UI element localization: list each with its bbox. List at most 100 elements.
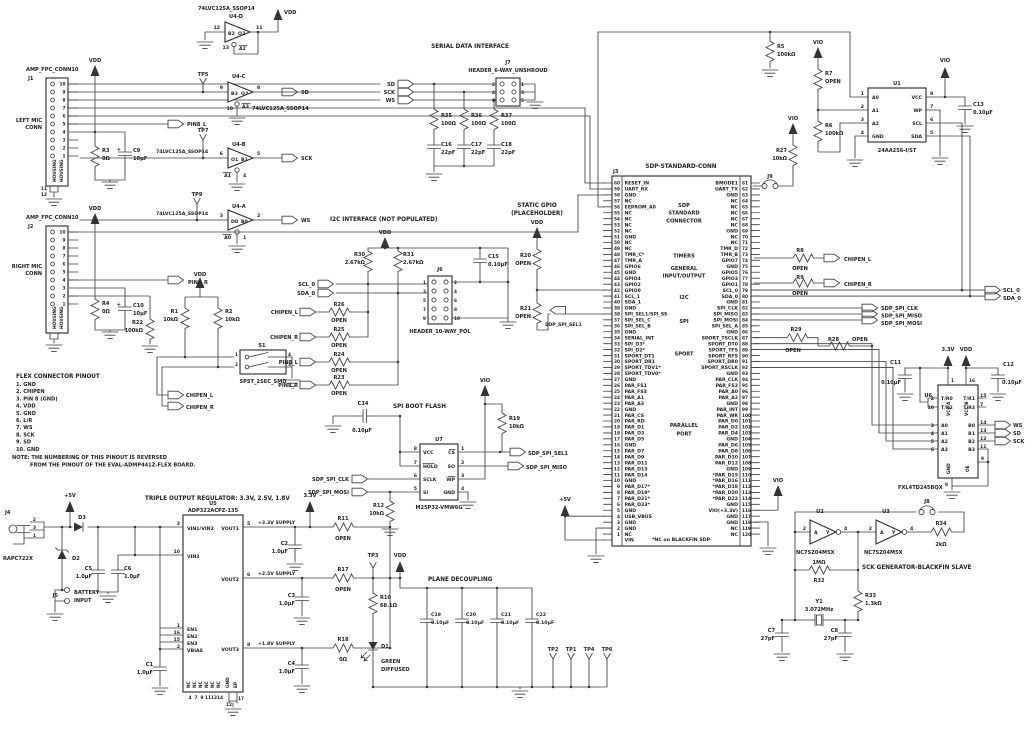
sdp-pin-num-right: 119 [742, 526, 751, 532]
sdp-pin-num-left: 60 [614, 181, 620, 187]
pin-circle [443, 288, 449, 294]
pin-num: 4 [861, 130, 865, 136]
r10-ref: R10 [380, 595, 391, 601]
polarity-plus: + [117, 147, 121, 153]
net-chipenl: CHIPEN_L [186, 393, 214, 399]
r7-val: OPEN [825, 79, 841, 85]
i2c-title: I2C INTERFACE (NOT POPULATED) [330, 217, 438, 223]
vio-label: VIO [940, 58, 951, 64]
d2-ref: D2 [72, 556, 80, 562]
u7-pin: WP [446, 477, 455, 483]
v33-label: 3.3V [304, 493, 317, 499]
u7-ref: U7 [435, 437, 443, 443]
fpc-pin-num: 4 [63, 278, 66, 284]
j2-housing: HOUSING [52, 306, 58, 329]
sdp-pin-label-right: NC [731, 216, 739, 222]
sdp-pin-num-left: 5 [617, 508, 620, 514]
vdd-label: VDD [284, 10, 296, 16]
sdp-pin-num-left: 56 [614, 205, 620, 211]
pin-num: 3 [33, 525, 36, 531]
flag-chipenl [167, 390, 184, 400]
net-sd: SD [301, 90, 309, 96]
testpoint-label: TP6 [602, 647, 613, 653]
r21-ref: R21 [520, 306, 531, 312]
sdp-pin-num-right: 109 [742, 466, 751, 472]
resistor-r25 [325, 332, 353, 342]
u5-pin: VOUT1 [221, 526, 239, 532]
u4c-ref: U4-C [232, 74, 246, 80]
sdp-pin-num-left: 16 [614, 443, 620, 449]
sdp-pin-label-right: PAR_D6 [718, 443, 738, 449]
testpoint-label: TP1 [566, 647, 577, 653]
pin-num: 2 [235, 362, 238, 368]
fpc-pin-num: 9 [63, 90, 66, 96]
capacitor-c17 [457, 137, 471, 157]
net-sel1: SDP_SPI_SEL1 [528, 451, 568, 457]
sdp-pin-label-right: *PAR_D15 [713, 472, 738, 478]
flex-title: FLEX CONNECTOR PINOUT [16, 374, 100, 380]
pin-num: 6 [414, 473, 418, 479]
d3-ref: D3 [78, 515, 86, 521]
r35-val: 100Ω [441, 121, 457, 127]
j4-jack-icon [8, 524, 18, 534]
flag-chipenr [167, 401, 184, 411]
r23-val: OPEN [331, 391, 347, 397]
sdp-pin-label-left: GND [625, 193, 637, 199]
header-pin-num: 3 [521, 90, 524, 96]
pin-num: 9 [220, 85, 223, 91]
u7-part: M25P32-VMW6G [415, 505, 462, 511]
sdp-pin-label-right: GND [726, 466, 738, 472]
pin-circle [443, 279, 449, 285]
sdp-pin-label-left: GPIO6 [625, 264, 642, 270]
serial-title: SERIAL DATA INTERFACE [431, 44, 509, 50]
sdp-pin-label-right: PAR_WR [717, 413, 739, 419]
pin-num: 12 [980, 436, 987, 442]
sdp-pin-label-right: SPI_CLK [717, 306, 738, 312]
sdp-pin-num-right: 100 [742, 413, 751, 419]
flag-spimiso [861, 309, 878, 319]
c12-ref: C12 [1003, 362, 1014, 368]
sdp-pin-label-left: PAR_D5 [625, 437, 645, 443]
vdd-arrow-icon [961, 355, 971, 366]
sdp-center-label: INPUT/OUTPUT [663, 274, 706, 280]
r29-val: OPEN [785, 348, 801, 354]
sdp-pin-label-left: NC [625, 199, 633, 205]
r36-val: 100Ω [471, 121, 487, 127]
r6-ref: R6 [825, 123, 833, 129]
sdp-pin-num-right: 72 [742, 246, 748, 252]
sdp-pin-label-right: GND [726, 514, 738, 520]
u5-pin: EN2 [187, 634, 197, 640]
pin-num: 11 [256, 25, 263, 31]
sdp-pin-label-right: GPIO3 [722, 276, 738, 282]
c18-ref: C18 [501, 142, 512, 148]
r6-val: 100kΩ [825, 131, 844, 137]
sdp-pin-num-left: 1 [617, 532, 620, 538]
net-pin8l: PIN8_L [187, 122, 207, 128]
u6-pin: A1 [941, 431, 948, 437]
sdp-pin-num-right: 97 [742, 395, 748, 401]
sdp-pin-num-left: 54 [614, 216, 620, 222]
sdp-pin-num-right: 75 [742, 264, 748, 270]
pin-num: 10 [927, 405, 934, 411]
u5-nc-num: 11 [205, 695, 211, 701]
u7-pin: SI [423, 490, 428, 496]
pin-circle [499, 89, 505, 95]
flex-note2: FROM THE PINOUT OF THE EVAL-ADMP441Z-FLE… [30, 463, 196, 469]
sdp-pin-num-left: 28 [614, 371, 620, 377]
sdp-pin-num-left: 22 [614, 407, 620, 413]
u6-vccb: VCC B [964, 402, 970, 416]
wires-regulator [29, 511, 608, 708]
gate-label: O2 [238, 31, 245, 37]
sdp-pin-num-right: 86 [742, 329, 748, 335]
sdp-pin-num-right: 71 [742, 240, 748, 246]
u6-pin: T/R2 [941, 405, 953, 411]
sdp-pin-label-left: NC [625, 210, 633, 216]
flex-pinout-item: 10. GND [16, 447, 39, 453]
pin-circle [50, 97, 55, 103]
j2-name: RIGHT MIC [12, 264, 42, 270]
flag-scl0 [317, 279, 334, 289]
j5-terminal-icon [64, 587, 70, 593]
c7-ref: C7 [768, 628, 776, 634]
flex-pinout-item: 9. SD [16, 440, 31, 446]
